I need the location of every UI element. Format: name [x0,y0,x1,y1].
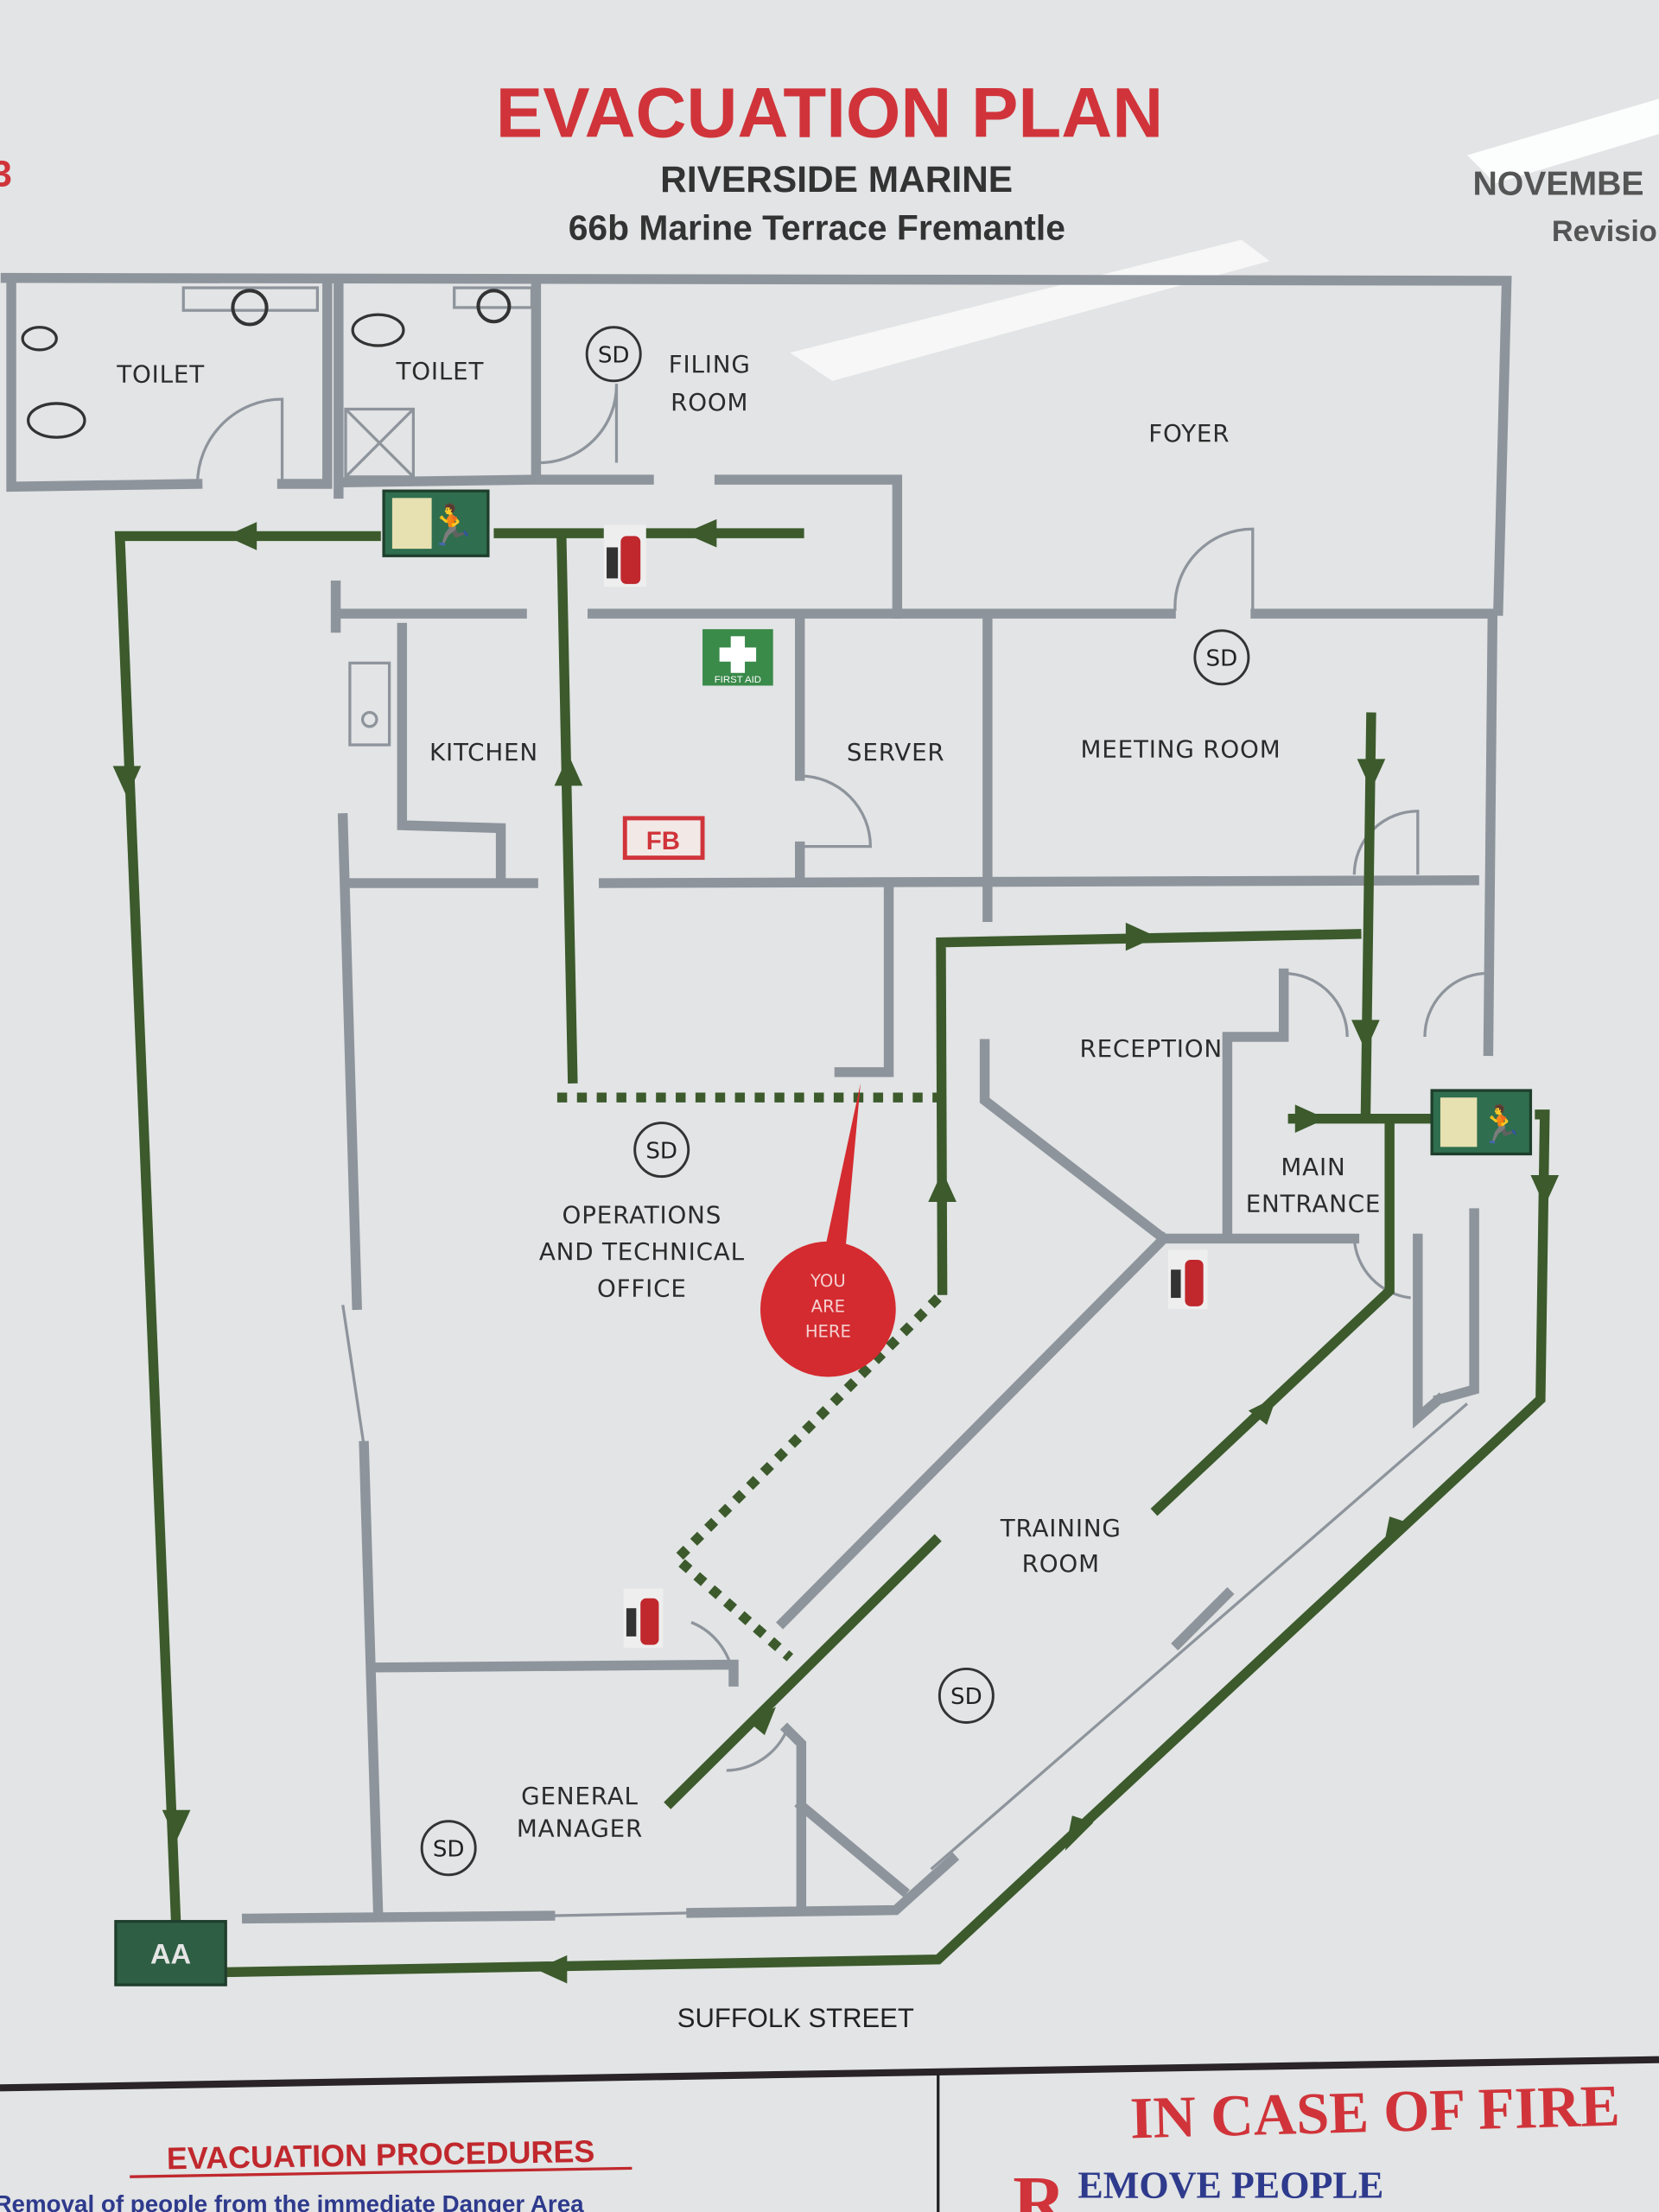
first-aid-icon: FIRST AID [702,629,773,686]
evacuation-routes [112,518,1560,1984]
room-label: ROOM [1022,1549,1100,1578]
fire-extinguisher-icon [1167,1249,1208,1310]
svg-text:YOU: YOU [810,1271,846,1291]
fire-title: IN CASE OF FIRE [1129,2073,1621,2152]
svg-text:SD: SD [598,343,630,369]
smoke-detector-icon: SD [938,1667,995,1724]
exit-sign-icon: 🏃 [1430,1089,1533,1156]
glare [790,239,1270,381]
room-label: GENERAL [521,1782,639,1810]
smoke-detector-icon: SD [420,1820,477,1877]
room-label: AND TECHNICAL [539,1237,745,1266]
fire-blanket-icon: FB [622,816,705,861]
svg-text:FB: FB [646,827,680,855]
fire-r-initial: R [1013,2161,1067,2212]
room-label: OFFICE [597,1274,687,1302]
room-label: ENTRANCE [1246,1189,1382,1217]
svg-text:SD: SD [1206,646,1238,672]
walls [0,272,1512,1924]
divider [0,2056,1659,2092]
room-label: FILING [669,350,751,378]
smoke-detector-icon: SD [585,326,642,383]
room-label: OPERATIONS [563,1201,722,1230]
fire-step-remove: EMOVE PEOPLE [1077,2164,1383,2207]
smoke-detector-icon: SD [633,1122,690,1179]
svg-text:🏃: 🏃 [427,503,476,548]
svg-text:ARE: ARE [811,1296,845,1316]
svg-text:HERE: HERE [805,1322,851,1342]
smoke-detector-icon: SD [1193,629,1250,686]
room-label: TOILET [395,357,484,385]
room-label: MAIN [1281,1153,1345,1181]
room-label: ROOM [671,388,748,416]
procedures-line: Removal of people from the immediate Dan… [0,2190,584,2212]
svg-text:🏃: 🏃 [1478,1103,1524,1145]
room-label: RECEPTION [1079,1034,1223,1063]
address: 66b Marine Terrace Fremantle [569,208,1065,248]
date-text: NOVEMBE [1472,165,1643,202]
you-are-here-marker: YOU ARE HERE [760,1083,896,1377]
svg-text:AA: AA [150,1938,191,1970]
exit-sign-icon: 🏃 [382,489,490,557]
assembly-area-marker: AA [114,1920,227,1986]
company-name: RIVERSIDE MARINE [660,159,1013,200]
room-label: TRAINING [1000,1514,1122,1542]
room-label: MEETING ROOM [1081,735,1281,764]
room-label: MANAGER [517,1815,643,1843]
room-label: KITCHEN [429,738,538,766]
fire-extinguisher-icon [623,1588,664,1648]
room-label: SERVER [847,738,945,766]
svg-text:SD: SD [645,1138,677,1164]
svg-text:SD: SD [433,1837,465,1863]
room-label: TOILET [116,359,205,388]
fire-extinguisher-icon [603,524,646,588]
plan-title: EVACUATION PLAN [496,73,1163,152]
street-label: SUFFOLK STREET [677,2003,914,2033]
svg-text:SD: SD [950,1684,982,1710]
room-label: FOYER [1148,419,1230,448]
left-fragment: 3 [0,154,12,194]
revision-text: Revisio [1552,215,1657,248]
svg-text:FIRST AID: FIRST AID [715,675,761,685]
